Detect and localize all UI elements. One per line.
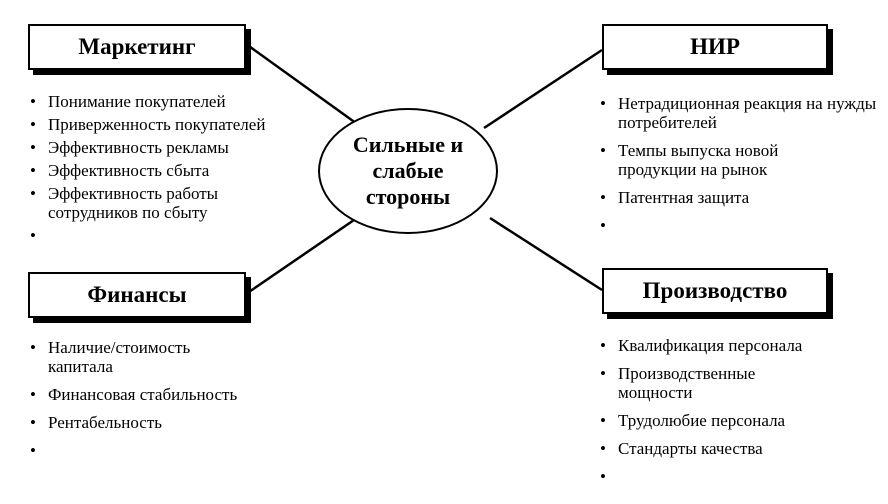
nir-box: НИР [602, 24, 828, 70]
list-item: •Эффективность работы сотрудников по сбы… [30, 184, 219, 222]
finance-box: Финансы [28, 272, 246, 318]
list-item: •Трудолюбие персонала [600, 411, 786, 430]
production-box: Производство [602, 268, 828, 314]
list-item: •Нетрадиционная реакция на нужды потреби… [600, 94, 877, 132]
list-item: •Темпы выпуска новой продукции на рынок [600, 141, 779, 179]
bullet-icon: • [600, 216, 606, 235]
bullet-icon: • [600, 141, 606, 160]
bullet-icon: • [30, 338, 36, 357]
nir-title: НИР [690, 34, 740, 59]
list-item: • [600, 467, 880, 486]
connector-production [489, 216, 603, 292]
bullet-icon: • [30, 413, 36, 432]
bullet-icon: • [30, 441, 36, 460]
marketing-box: Маркетинг [28, 24, 246, 70]
list-item: • [600, 216, 880, 235]
marketing-list: •Понимание покупателей •Приверженность п… [30, 92, 320, 249]
list-item: •Понимание покупателей [30, 92, 226, 111]
connector-nir [483, 48, 603, 130]
connector-finance [245, 218, 355, 296]
bullet-icon: • [30, 138, 36, 157]
list-item: •Рентабельность [30, 413, 163, 432]
bullet-icon: • [30, 115, 36, 134]
list-item: • [30, 441, 320, 460]
list-item: •Наличие/стоимость капитала [30, 338, 191, 376]
center-label: Сильные и слабые стороны [352, 132, 464, 209]
bullet-icon: • [30, 161, 36, 180]
finance-title: Финансы [87, 282, 187, 307]
production-list: •Квалификация персонала •Производственны… [600, 336, 880, 495]
bullet-icon: • [30, 184, 36, 203]
bullet-icon: • [600, 364, 606, 383]
list-item: • [30, 226, 320, 245]
nir-list: •Нетрадиционная реакция на нужды потреби… [600, 94, 880, 244]
list-item: •Стандарты качества [600, 439, 763, 458]
list-item: •Эффективность сбыта [30, 161, 210, 180]
connector-marketing [245, 42, 361, 128]
bullet-icon: • [600, 439, 606, 458]
bullet-icon: • [600, 336, 606, 355]
list-item: •Эффективность рекламы [30, 138, 229, 157]
bullet-icon: • [30, 385, 36, 404]
list-item: •Приверженность покупателей [30, 115, 266, 134]
list-item: •Квалификация персонала [600, 336, 803, 355]
list-item: •Финансовая стабильность [30, 385, 238, 404]
list-item: •Производственные мощности [600, 364, 756, 402]
list-item: •Патентная защита [600, 188, 750, 207]
bullet-icon: • [600, 188, 606, 207]
bullet-icon: • [30, 226, 36, 245]
bullet-icon: • [600, 467, 606, 486]
production-title: Производство [642, 278, 788, 303]
bullet-icon: • [30, 92, 36, 111]
bullet-icon: • [600, 411, 606, 430]
bullet-icon: • [600, 94, 606, 113]
marketing-title: Маркетинг [78, 34, 196, 59]
center-ellipse: Сильные и слабые стороны [318, 108, 498, 234]
finance-list: •Наличие/стоимость капитала •Финансовая … [30, 338, 320, 469]
